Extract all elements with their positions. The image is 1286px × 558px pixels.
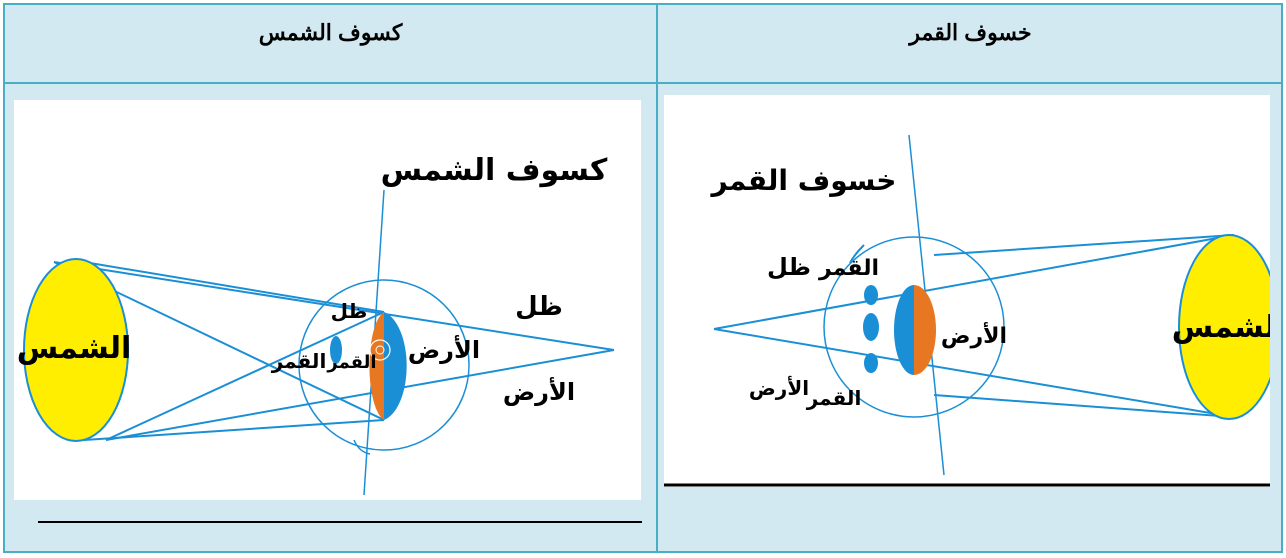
sun-label: الشمس: [1172, 310, 1270, 345]
moon-orbit: [298, 279, 470, 451]
shadow-label: ظل: [767, 253, 811, 281]
sun-shape: [1178, 234, 1270, 420]
column-divider: [656, 5, 658, 551]
sun-label: الشمس: [17, 331, 132, 366]
earth-shape: [369, 312, 407, 420]
eclipse-table: كسوف الشمس خسوف القمر: [3, 3, 1283, 553]
moon-label-small: القمر: [326, 352, 376, 373]
solar-eclipse-diagram: كسوف الشمس الشمس القمر ظل القمر الأرض ظل…: [14, 100, 641, 500]
orbit-arrow: [353, 439, 371, 455]
moon-label: القمر: [271, 349, 327, 373]
moon-phases: [863, 285, 879, 373]
earth-label: الأرض: [408, 335, 480, 364]
earth-shape: [894, 285, 936, 375]
shadow-label: ظل: [515, 292, 563, 322]
header-solar-eclipse: كسوف الشمس: [258, 20, 403, 45]
moon-label: القمر: [818, 256, 879, 281]
moon-shape: [330, 336, 342, 364]
orbit-arrow: [849, 244, 865, 264]
solar-underline: [38, 521, 642, 523]
earth-label-2: الأرض: [503, 377, 575, 406]
header-divider: [5, 82, 1281, 84]
shadow-label-small: ظل: [331, 299, 368, 323]
moon-label-2: القمر: [806, 386, 862, 410]
earth-label-2: الأرض: [749, 375, 809, 400]
moon-orbit: [823, 236, 1005, 418]
lunar-title: خسوف القمر: [710, 164, 897, 197]
solar-title: كسوف الشمس: [381, 153, 608, 188]
earth-label: الأرض: [941, 321, 1007, 349]
sun-rays: [713, 234, 1235, 418]
header-lunar-eclipse: خسوف القمر: [909, 20, 1032, 45]
lunar-eclipse-diagram: خسوف القمر الشمس الأرض القمر ظل القمر ال…: [664, 95, 1270, 487]
sun-shape: [23, 258, 129, 442]
